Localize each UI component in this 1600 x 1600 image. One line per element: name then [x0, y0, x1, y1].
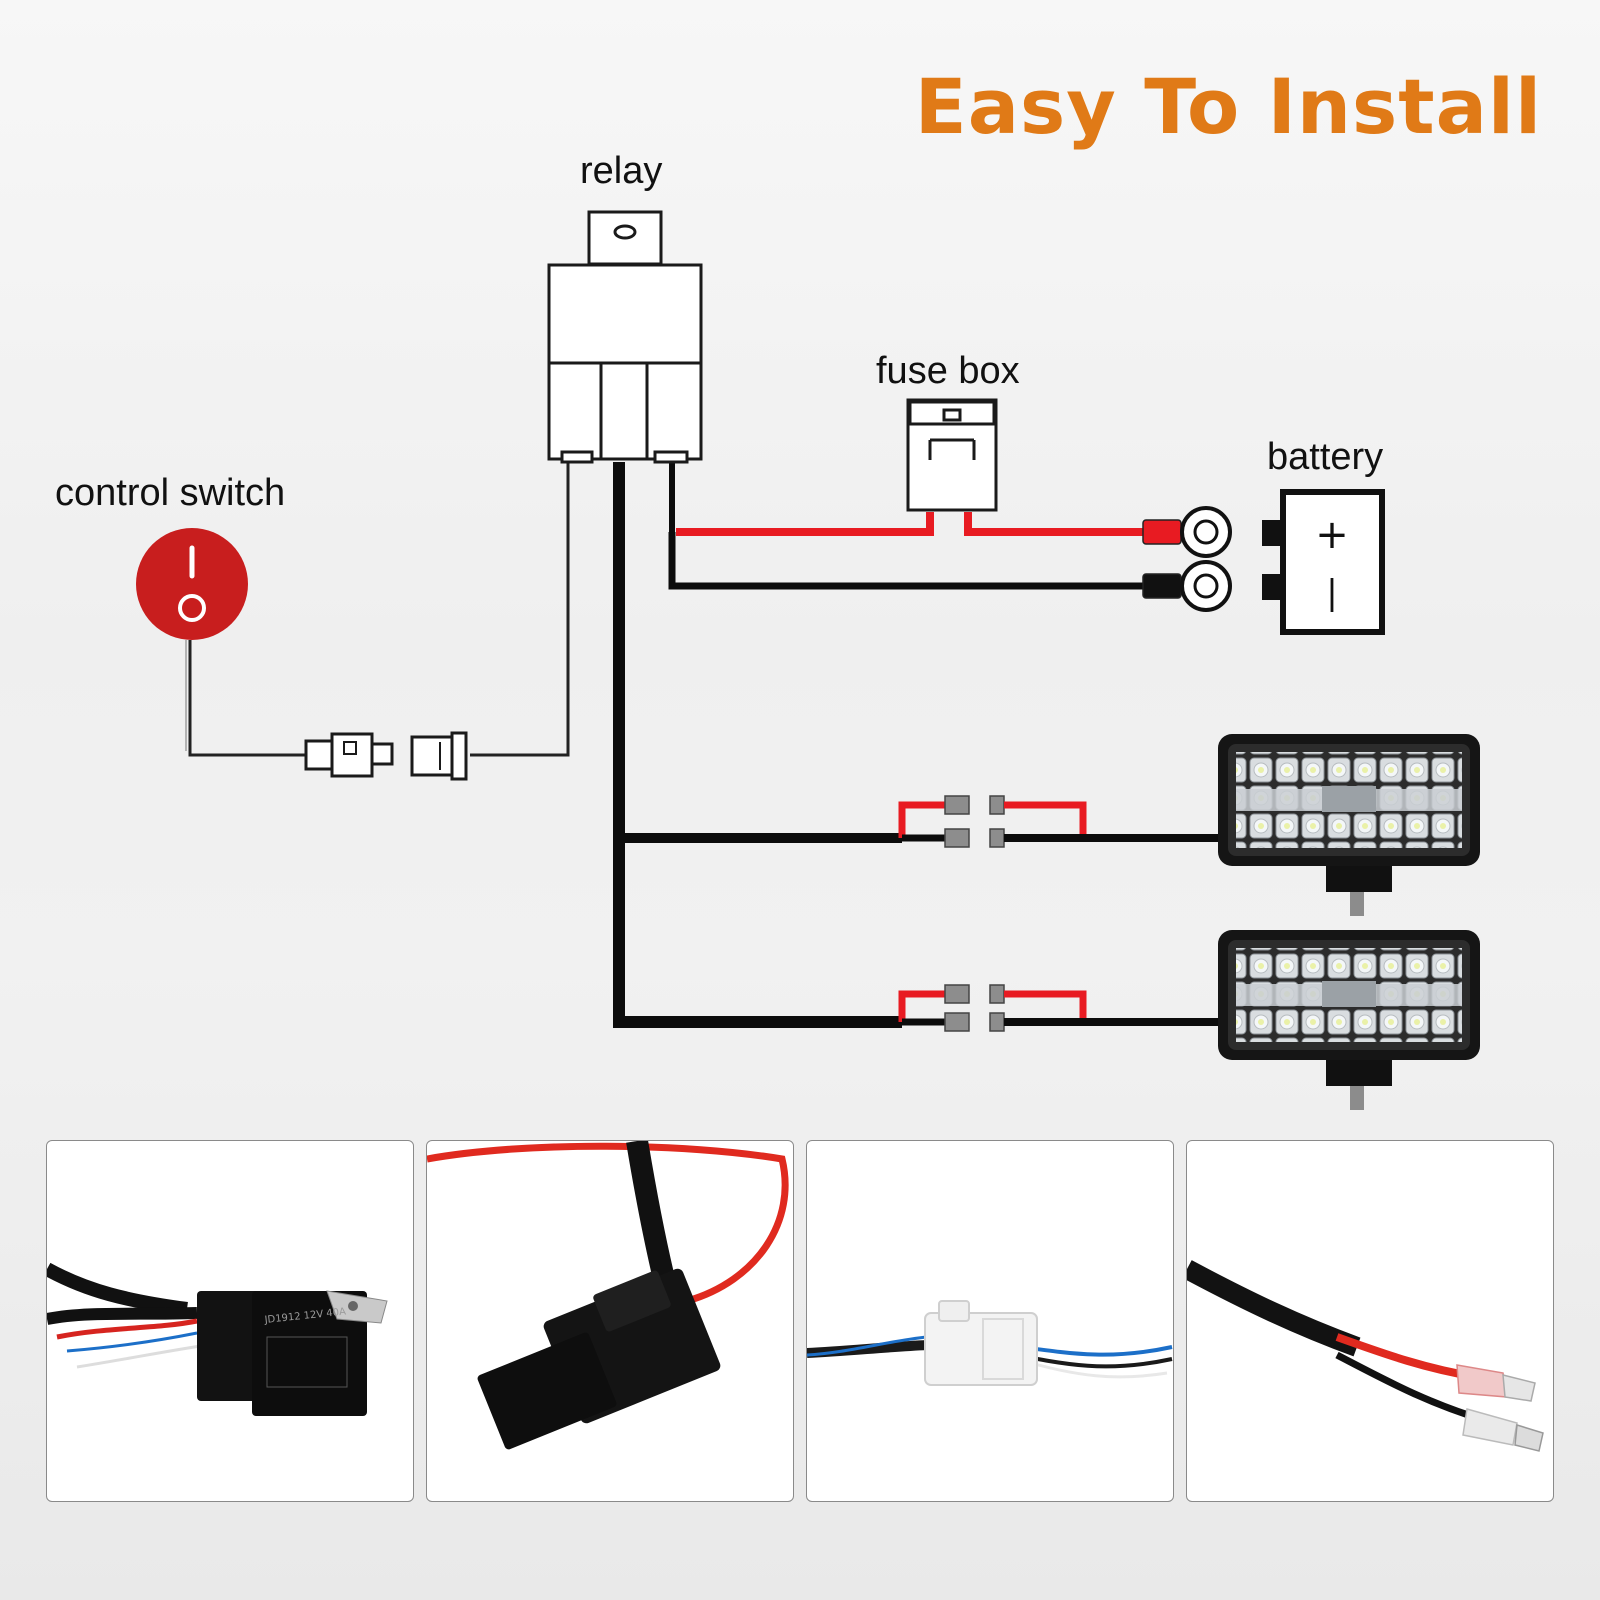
- battery-plus-sign: +: [1315, 512, 1349, 558]
- black-ring-hole: [1193, 573, 1219, 599]
- red-ring-sleeve: [1142, 519, 1182, 545]
- red-ring-hole: [1193, 519, 1219, 545]
- relay-pin-left: [547, 361, 603, 461]
- switch-return-wire: [470, 462, 570, 757]
- relay-mount-hole: [613, 224, 637, 240]
- battery-label: battery: [1267, 436, 1384, 478]
- fuse-box-tab: [942, 408, 962, 422]
- relay-label: relay: [580, 150, 663, 192]
- battery-minus-sign: |: [1326, 573, 1337, 613]
- battery-post-negative: [1262, 574, 1284, 600]
- control-switch-symbol: [136, 528, 248, 640]
- relay-battery-black-wire: [668, 532, 1145, 590]
- photo-panel-fuse-holder: [426, 1140, 794, 1502]
- light-1-connectors: [898, 795, 1220, 848]
- light-2-connectors: [898, 984, 1220, 1032]
- relay-photo: JD1912 12V 40A: [47, 1262, 388, 1416]
- relay-pin-mid: [599, 361, 649, 461]
- battery-body: [1280, 489, 1385, 635]
- battery-post-positive: [1262, 520, 1284, 546]
- page-title: Easy To Install: [914, 62, 1542, 151]
- relay-symbol: [547, 210, 703, 464]
- switch-plug-female: [410, 731, 468, 781]
- photo-panel-connector: [806, 1140, 1174, 1502]
- switch-off-mark: [178, 594, 206, 622]
- control-switch-label: control switch: [55, 472, 286, 514]
- fuse-holder-photo: [427, 1141, 789, 1450]
- switch-wire: [188, 640, 306, 757]
- led-light-bar-1: [1218, 734, 1480, 916]
- relay-pin-right: [645, 361, 703, 461]
- relay-body: [547, 263, 703, 365]
- photo-panel-relay: JD1912 12V 40A: [46, 1140, 414, 1502]
- relay-pin-foot-right: [653, 450, 689, 464]
- led-light-bar-2: [1218, 930, 1480, 1110]
- fuse-to-battery-red-wire: [964, 512, 1145, 536]
- fuse-box-label: fuse box: [876, 350, 1020, 392]
- photo-panel-spade-terminals: [1186, 1140, 1554, 1502]
- black-ring-sleeve: [1142, 573, 1182, 599]
- battery-terminals: [1142, 506, 1232, 612]
- connector-photo: [807, 1300, 1173, 1386]
- switch-face: [136, 528, 248, 640]
- relay-pin-foot-left: [560, 450, 594, 464]
- switch-plug-male: [304, 732, 394, 778]
- battery-symbol: + |: [1262, 489, 1385, 635]
- fuse-box-symbol: [906, 398, 998, 512]
- spade-terminals-photo: [1187, 1260, 1544, 1452]
- relay-red-wire: [676, 512, 934, 536]
- wiring-diagram: + |: [136, 210, 1480, 1110]
- fuse-box-clip: [928, 438, 976, 460]
- relay-load-wire: [613, 462, 902, 1028]
